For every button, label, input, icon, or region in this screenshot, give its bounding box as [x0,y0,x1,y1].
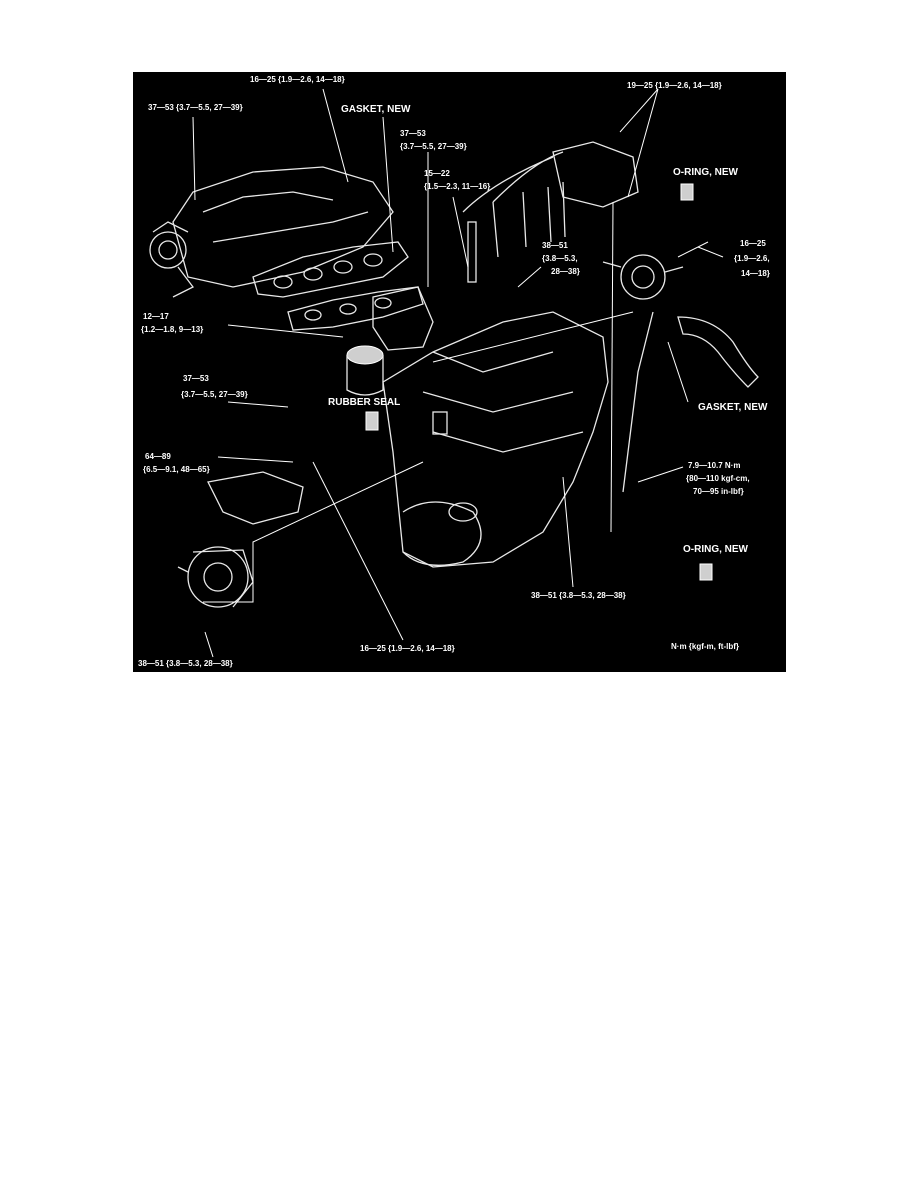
callout-filter-torque-2: {3.7—5.5, 27—39} [181,390,248,399]
oring-bottom-icon [699,563,713,581]
plug-wires-art [462,141,639,283]
callout-sensor-torque-2: {80—110 kgf-cm, [686,474,750,483]
dipstick-tube-art [622,311,654,493]
oring-top-icon [680,183,694,201]
callout-oring-new-top: O-RING, NEW [673,167,738,178]
units-note: N·m {kgf-m, ft-lbf} [671,642,739,651]
engine-exploded-diagram: 16—25 {1.9—2.6, 14—18} 19—25 {1.9—2.6, 1… [133,72,786,672]
callout-right-torque-1: 16—25 [740,239,766,248]
leader-lines [192,88,724,658]
callout-bracket-torque-2: {3.8—5.3, [542,254,578,263]
callout-bottom-torque: 16—25 {1.9—2.6, 14—18} [360,644,455,653]
callout-gasket-new-right: GASKET, NEW [698,402,768,413]
rubber-seal-icon [365,411,379,431]
engine-block-art [382,311,609,568]
callout-bracket-torque-3: 28—38} [551,267,580,276]
callout-gasket-new-top: GASKET, NEW [341,104,411,115]
alternator-bracket-art [207,471,304,525]
callout-left-mid-torque-2: {1.2—1.8, 9—13} [141,325,204,334]
callout-top-right-torque: 19—25 {1.9—2.6, 14—18} [627,81,722,90]
callout-bracket-torque-1: 38—51 [542,241,568,250]
callout-bottom-left-torque: 38—51 {3.8—5.3, 28—38} [138,659,233,668]
callout-rubber-seal: RUBBER SEAL [328,397,401,408]
callout-intake-torque-2: {3.7—5.5, 27—39} [400,142,467,151]
callout-right-torque-3: 14—18} [741,269,770,278]
callout-top-left-torque: 37—53 {3.7—5.5, 27—39} [148,103,243,112]
engine-mount-art [372,286,434,351]
callout-plug-torque-1: 15—22 [424,169,450,178]
callout-sensor-torque-3: 70—95 in-lbf} [693,487,744,496]
callout-top-center-torque: 16—25 {1.9—2.6, 14—18} [250,75,345,84]
callout-alt-torque-1: 64—89 [145,452,171,461]
callout-sensor-torque-1: 7.9—10.7 N·m [688,461,741,470]
intake-manifold-art [149,166,394,298]
manifold-gasket-art [252,241,424,331]
distributor-art [602,254,684,300]
water-hose-art [677,316,759,388]
callout-intake-torque-1: 37—53 [400,129,426,138]
oil-filter-art [346,345,384,396]
callout-filter-torque-1: 37—53 [183,374,209,383]
callout-right-torque-2: {1.9—2.6, [734,254,770,263]
callout-bottom-center-torque: 38—51 {3.8—5.3, 28—38} [531,591,626,600]
callout-alt-torque-2: {6.5—9.1, 48—65} [143,465,210,474]
callout-oring-new-bottom: O-RING, NEW [683,544,748,555]
engine-artwork [149,88,759,658]
alternator-art [177,546,254,608]
callout-plug-torque-2: {1.5—2.3, 11—16} [424,182,491,191]
callout-left-mid-torque-1: 12—17 [143,312,169,321]
